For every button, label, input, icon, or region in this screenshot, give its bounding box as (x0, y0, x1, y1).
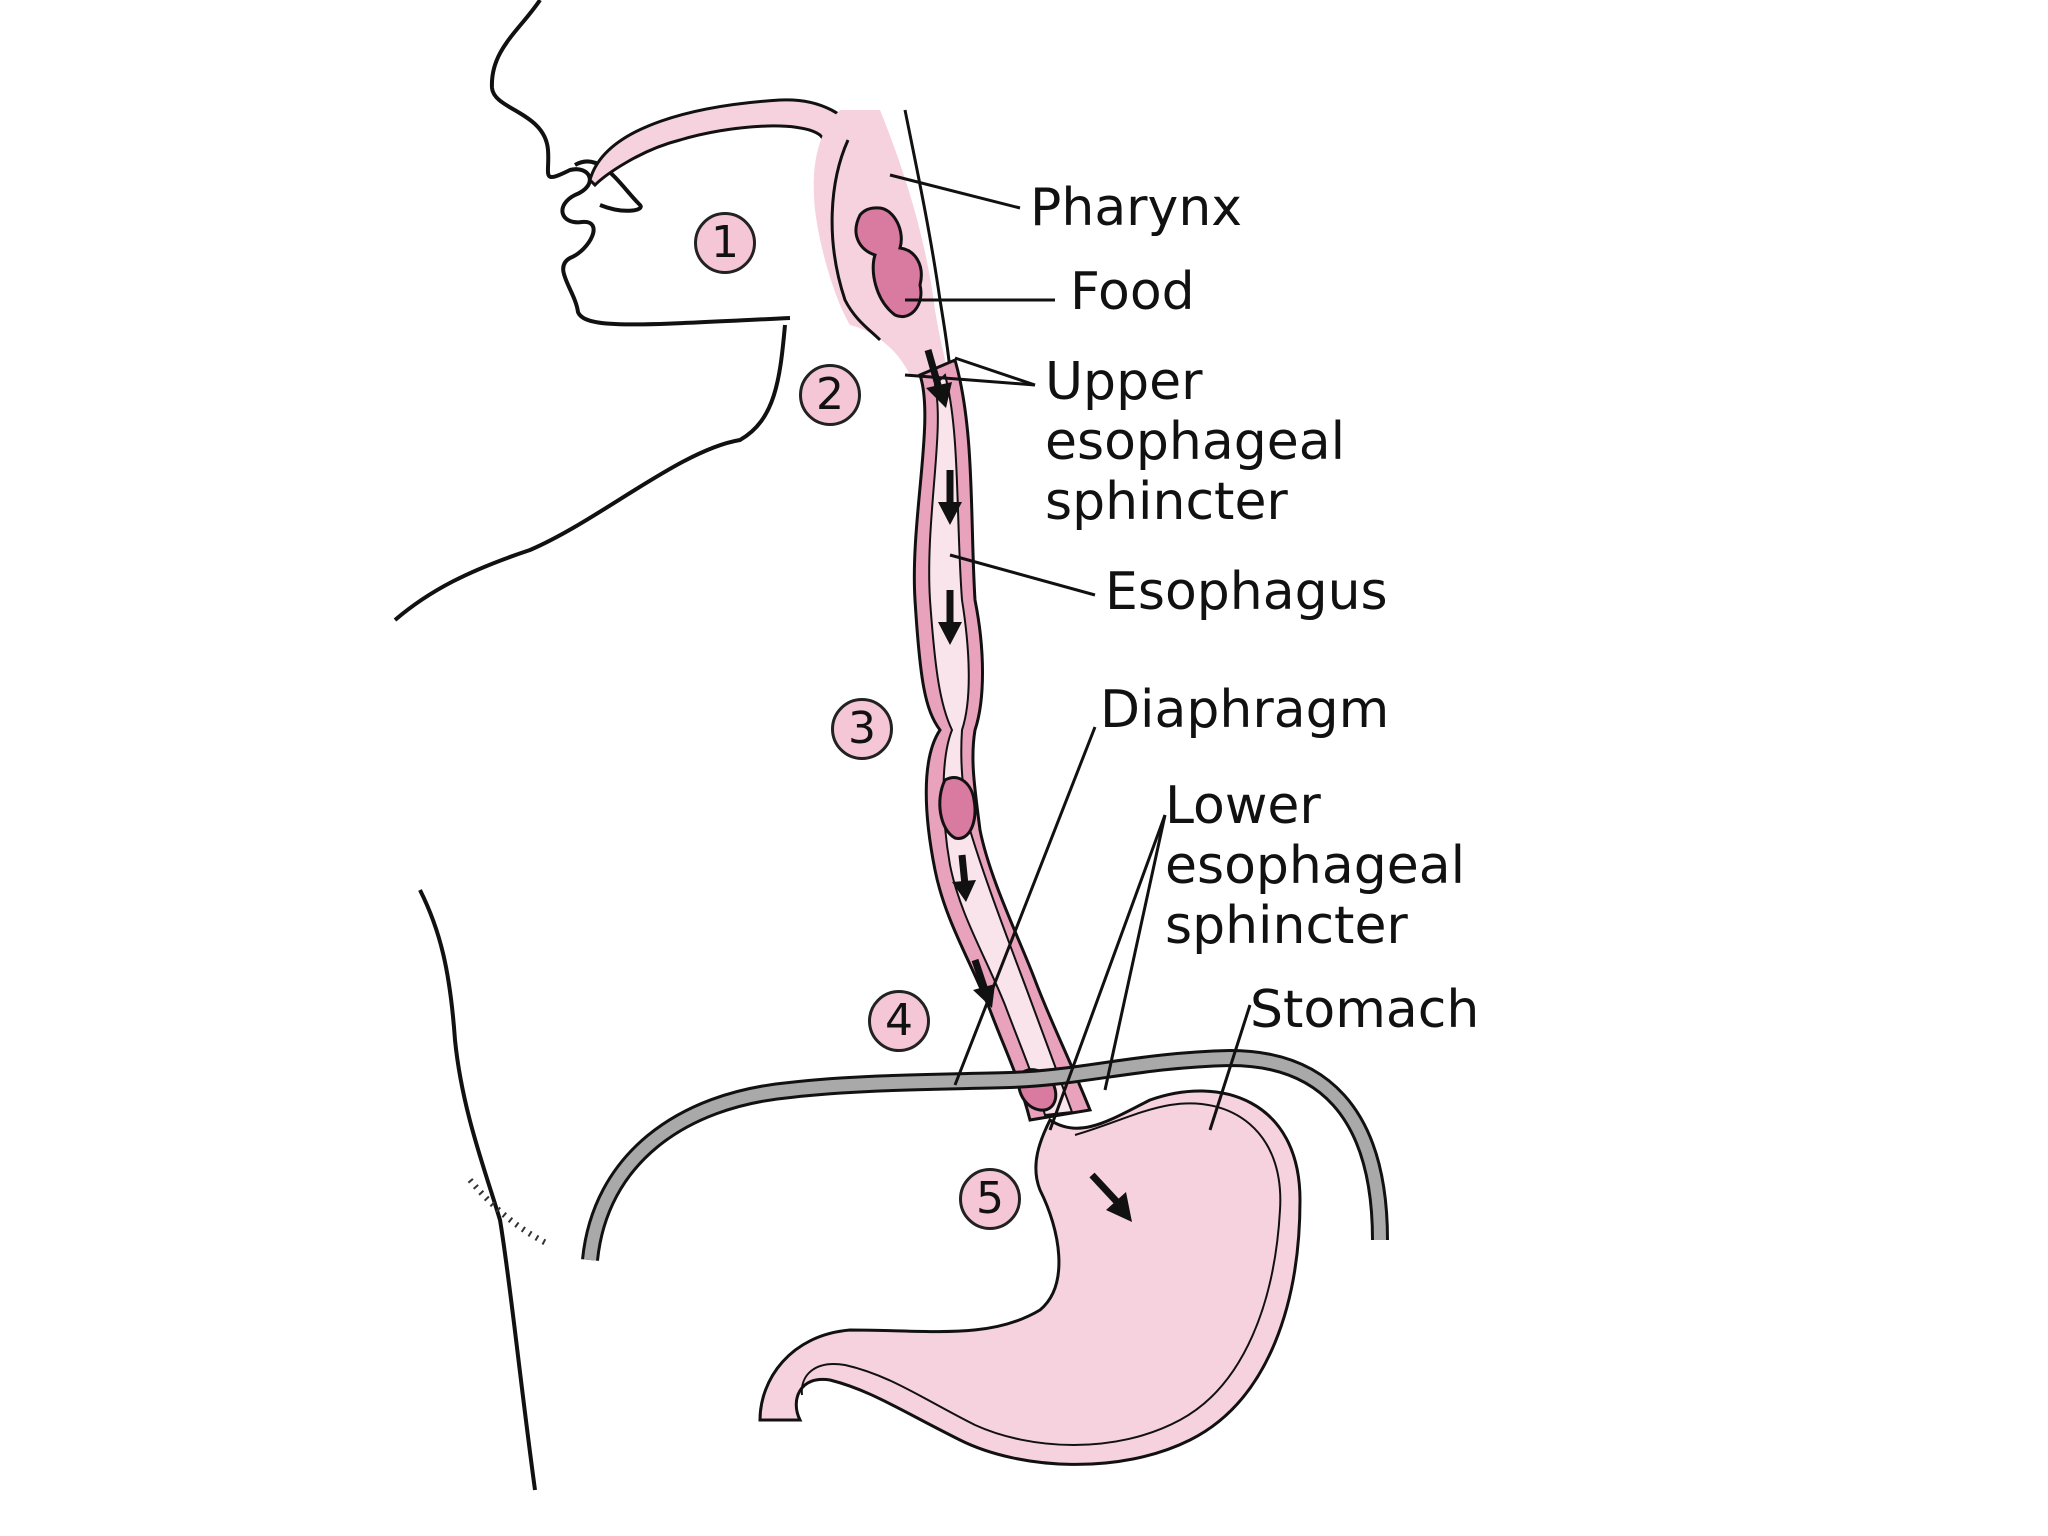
diaphragm-band-fill (584, 1051, 1386, 1261)
food-bolus-esophagus (938, 776, 977, 840)
leader-upper-sphincter-b (954, 356, 1036, 387)
stomach (758, 1089, 1302, 1466)
label-food: Food (1070, 262, 1195, 322)
chest-stipple (467, 1178, 552, 1248)
step-badge-1: 1 (694, 212, 756, 274)
leader-stomach (1208, 1004, 1252, 1131)
flow-arrows (924, 349, 1132, 1222)
label-esophagus: Esophagus (1105, 562, 1388, 622)
pharynx-front-wall (830, 139, 882, 342)
label-upper-sphincter: Upper esophageal sphincter (1045, 352, 1345, 532)
arrow-5 (971, 958, 989, 992)
leader-diaphragm (953, 726, 1097, 1086)
label-upper-sphincter-line-2: esophageal (1045, 412, 1346, 472)
pharynx-back-wall (903, 109, 952, 371)
arrow-4 (958, 854, 969, 886)
label-pharynx: Pharynx (1030, 178, 1243, 238)
leader-pharynx (889, 173, 1021, 210)
chest-outline (418, 889, 537, 1491)
food-bolus-pharynx (854, 206, 923, 319)
arrow-6 (1089, 1172, 1121, 1206)
leader-esophagus (949, 553, 1096, 597)
arrow-2-head (938, 502, 962, 525)
leader-upper-sphincter-a (904, 373, 1036, 387)
step-badge-4: 4 (868, 990, 930, 1052)
face-outline (489, 0, 791, 327)
label-diaphragm: Diaphragm (1100, 680, 1390, 740)
arrow-1-head (926, 382, 952, 408)
label-upper-sphincter-line-3: sphincter (1045, 472, 1288, 532)
label-upper-sphincter-line-1: Upper (1045, 352, 1203, 412)
leader-lower-sphincter-a (1048, 814, 1167, 1131)
arrow-6-head (1106, 1192, 1132, 1222)
neck-shoulder-outline (393, 324, 787, 622)
arrow-3-head (938, 622, 962, 645)
leader-lower-sphincter-b (1103, 814, 1167, 1091)
label-lower-sphincter-line-2: esophageal (1165, 836, 1466, 896)
lips (573, 159, 643, 213)
label-stomach: Stomach (1250, 980, 1480, 1040)
label-lower-sphincter-line-3: sphincter (1165, 896, 1408, 956)
step-badge-5: 5 (959, 1168, 1021, 1230)
label-lower-sphincter: Lower esophageal sphincter (1165, 776, 1465, 956)
arrow-5-head (973, 984, 995, 1008)
step-badge-3: 3 (831, 698, 893, 760)
step-badge-2: 2 (799, 364, 861, 426)
stomach-inner-wall (800, 1102, 1282, 1446)
arrow-4-head (952, 880, 976, 902)
leader-lines (889, 173, 1252, 1131)
label-lower-sphincter-line-1: Lower (1165, 776, 1321, 836)
arrow-1 (924, 349, 944, 393)
